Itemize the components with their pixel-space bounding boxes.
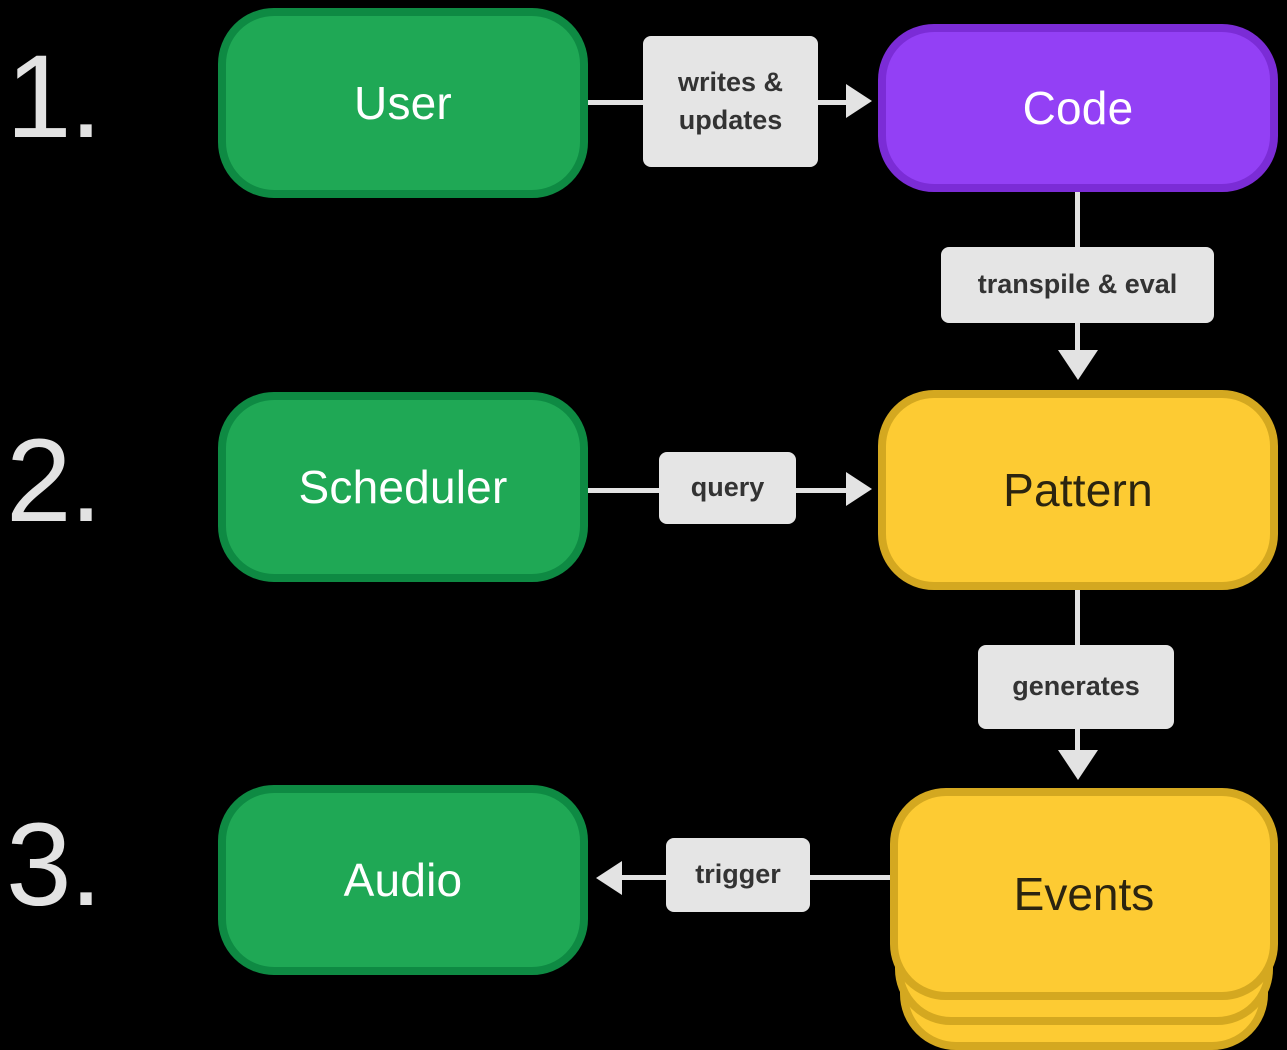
arrowhead-right-icon-scheduler-pattern: [846, 472, 872, 506]
edge-line-pattern-events-top: [1075, 590, 1080, 652]
node-user[interactable]: User: [218, 8, 588, 198]
arrowhead-down-icon-pattern-events: [1058, 750, 1098, 780]
edge-label-trigger: trigger: [666, 838, 810, 912]
step-number-2: 2.: [6, 415, 102, 547]
node-events[interactable]: Events: [890, 788, 1278, 1000]
edge-line-code-pattern-top: [1075, 192, 1080, 256]
diagram-canvas: 1. 2. 3. User writes & updates Code tran…: [6, 8, 1278, 1050]
edge-line-user-code-right: [818, 100, 866, 105]
node-events-stack[interactable]: Events: [890, 788, 1278, 1050]
edge-label-transpile-eval: transpile & eval: [941, 247, 1214, 323]
arrowhead-down-icon-code-pattern: [1058, 350, 1098, 380]
edge-line-user-code-left: [588, 100, 646, 105]
edge-line-scheduler-pattern-left: [588, 488, 660, 493]
edge-line-pattern-events-bottom: [1075, 726, 1080, 758]
node-code[interactable]: Code: [878, 24, 1278, 192]
edge-line-code-pattern-bottom: [1075, 322, 1080, 358]
edge-line-events-audio-right: [808, 875, 890, 880]
arrowhead-right-icon-user-code: [846, 84, 872, 118]
arrowhead-left-icon-events-audio: [596, 861, 622, 895]
edge-line-scheduler-pattern-right: [796, 488, 866, 493]
node-audio[interactable]: Audio: [218, 785, 588, 975]
node-pattern[interactable]: Pattern: [878, 390, 1278, 590]
edge-label-query: query: [659, 452, 796, 524]
step-number-3: 3.: [6, 799, 102, 931]
node-scheduler[interactable]: Scheduler: [218, 392, 588, 582]
edge-line-events-audio-left: [620, 875, 670, 880]
edge-label-generates: generates: [978, 645, 1174, 729]
edge-label-writes-updates: writes & updates: [643, 36, 818, 167]
step-number-1: 1.: [6, 31, 102, 163]
